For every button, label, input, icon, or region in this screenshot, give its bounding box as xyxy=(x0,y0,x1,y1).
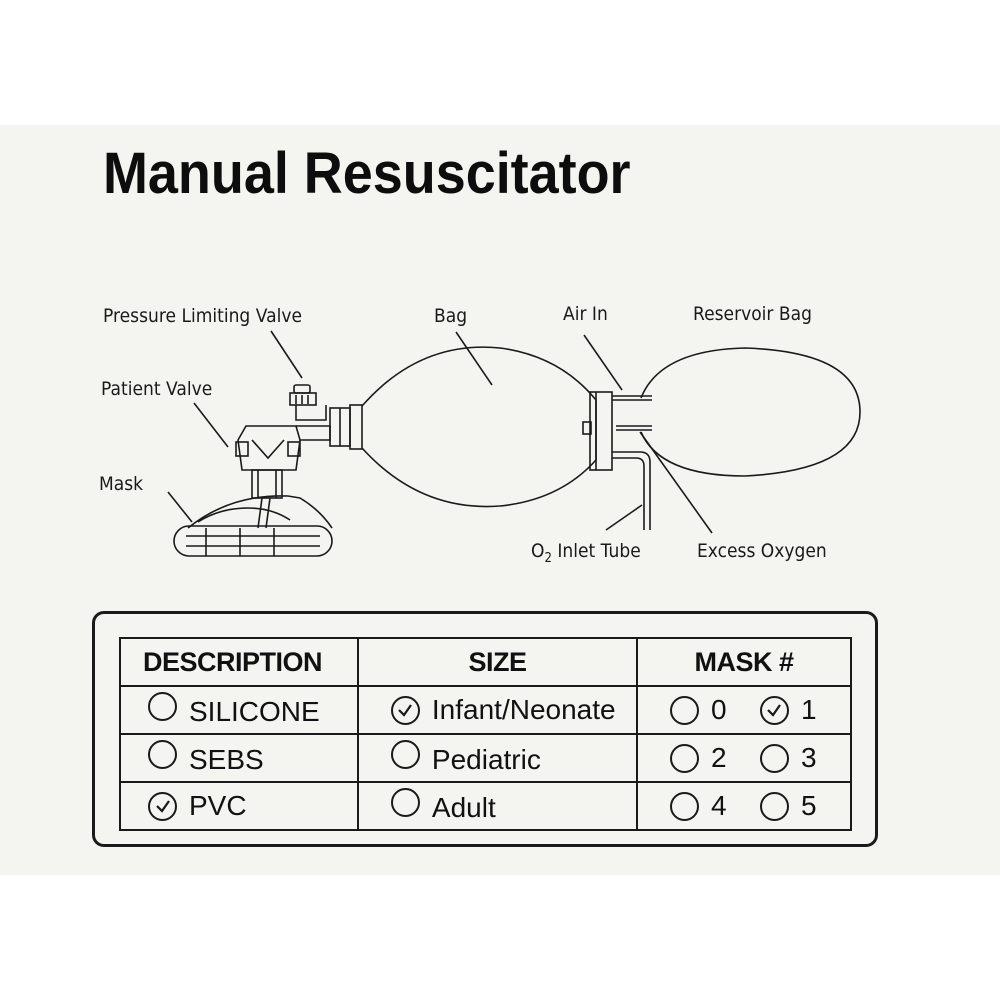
empty-circle-icon[interactable] xyxy=(759,791,789,821)
mask-option[interactable]: 0 xyxy=(669,694,760,726)
mask-option[interactable]: 4 xyxy=(669,790,760,822)
table-header-row: DESCRIPTION SIZE MASK # xyxy=(119,637,853,687)
leader-air-in xyxy=(583,334,623,391)
label-reservoir-bag: Reservoir Bag xyxy=(693,303,812,325)
leader-mask xyxy=(167,491,193,523)
leader-bag xyxy=(455,331,493,386)
option-label: SEBS xyxy=(189,744,264,775)
option-label: 1 xyxy=(800,694,817,725)
checked-circle-icon[interactable] xyxy=(390,695,420,725)
option-label: 5 xyxy=(800,790,817,821)
page-title: Manual Resuscitator xyxy=(103,141,631,206)
label-bag: Bag xyxy=(434,305,468,327)
description-option[interactable]: PVC xyxy=(148,790,247,822)
cell-description: SEBS xyxy=(119,733,359,783)
header-description: DESCRIPTION xyxy=(119,637,359,687)
leader-pressure-valve xyxy=(270,330,303,379)
pressure-limiting-valve-icon xyxy=(289,384,331,441)
patient-valve-icon xyxy=(235,425,301,499)
empty-circle-icon[interactable] xyxy=(759,743,789,773)
option-label: Pediatric xyxy=(431,744,541,775)
option-label: 0 xyxy=(710,694,727,725)
mask-option[interactable]: 3 xyxy=(759,742,850,774)
leader-o2-inlet xyxy=(605,504,643,531)
o2-prefix: O xyxy=(531,540,545,562)
size-option[interactable]: Pediatric xyxy=(390,740,541,776)
label-excess-oxygen: Excess Oxygen xyxy=(697,540,827,562)
option-label: Adult xyxy=(431,792,496,823)
empty-circle-icon[interactable] xyxy=(148,740,177,769)
cell-description: PVC xyxy=(119,781,359,831)
mask-icon xyxy=(173,495,333,557)
mask-option[interactable]: 2 xyxy=(669,742,760,774)
spec-panel xyxy=(92,611,878,847)
option-label: PVC xyxy=(189,790,247,821)
cell-size: Pediatric xyxy=(356,733,638,783)
header-mask: MASK # xyxy=(635,637,853,687)
empty-circle-icon[interactable] xyxy=(390,740,420,769)
label-pressure-limiting-valve: Pressure Limiting Valve xyxy=(103,305,302,327)
option-label: Infant/Neonate xyxy=(431,694,616,725)
cell-description: SILICONE xyxy=(119,685,359,735)
option-label: 2 xyxy=(710,742,727,773)
spec-table: DESCRIPTION SIZE MASK # SILICONE Infant/N… xyxy=(119,637,853,831)
empty-circle-icon[interactable] xyxy=(669,743,699,773)
empty-circle-icon[interactable] xyxy=(148,692,177,721)
empty-circle-icon[interactable] xyxy=(669,695,699,725)
empty-circle-icon[interactable] xyxy=(390,788,420,817)
header-size: SIZE xyxy=(356,637,638,687)
label-mask: Mask xyxy=(99,473,144,495)
intake-valve-icon xyxy=(582,391,652,530)
o2-subscript: 2 xyxy=(544,550,552,566)
o2-suffix: Inlet Tube xyxy=(551,540,641,562)
size-option[interactable]: Infant/Neonate xyxy=(390,694,616,726)
bag-connector-icon xyxy=(329,404,363,450)
reservoir-bag-icon xyxy=(640,347,861,477)
bag-icon xyxy=(361,346,597,508)
description-option[interactable]: SEBS xyxy=(148,740,264,776)
checked-circle-icon[interactable] xyxy=(759,695,789,725)
label-air-in: Air In xyxy=(563,303,608,325)
checked-circle-icon[interactable] xyxy=(148,791,177,821)
mask-option[interactable]: 1 xyxy=(759,694,850,726)
label-patient-valve: Patient Valve xyxy=(101,378,213,400)
size-option[interactable]: Adult xyxy=(390,788,496,824)
label-o2-inlet-tube: O2 Inlet Tube xyxy=(531,540,641,566)
empty-circle-icon[interactable] xyxy=(669,791,699,821)
cell-size: Adult xyxy=(356,781,638,831)
description-option[interactable]: SILICONE xyxy=(148,692,320,728)
mask-option[interactable]: 5 xyxy=(759,790,850,822)
option-label: SILICONE xyxy=(189,696,320,727)
option-label: 4 xyxy=(710,790,727,821)
cell-size: Infant/Neonate xyxy=(356,685,638,735)
leader-patient-valve xyxy=(193,402,229,448)
option-label: 3 xyxy=(800,742,817,773)
